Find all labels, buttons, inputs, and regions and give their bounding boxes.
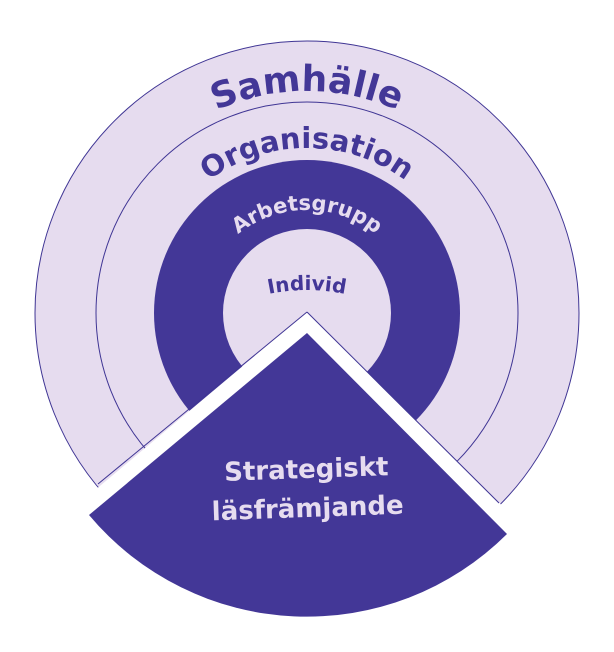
ring-individ — [223, 229, 391, 397]
wedge-strategiskt-lasframjande — [89, 333, 507, 617]
label-individ: Individ — [265, 271, 348, 299]
cut-edge-right — [306, 311, 500, 504]
cut-edge-left — [97, 311, 308, 485]
wedge-label-line1: Strategiskt — [224, 452, 389, 488]
wedge-label-line2: läsfrämjande — [211, 491, 404, 528]
